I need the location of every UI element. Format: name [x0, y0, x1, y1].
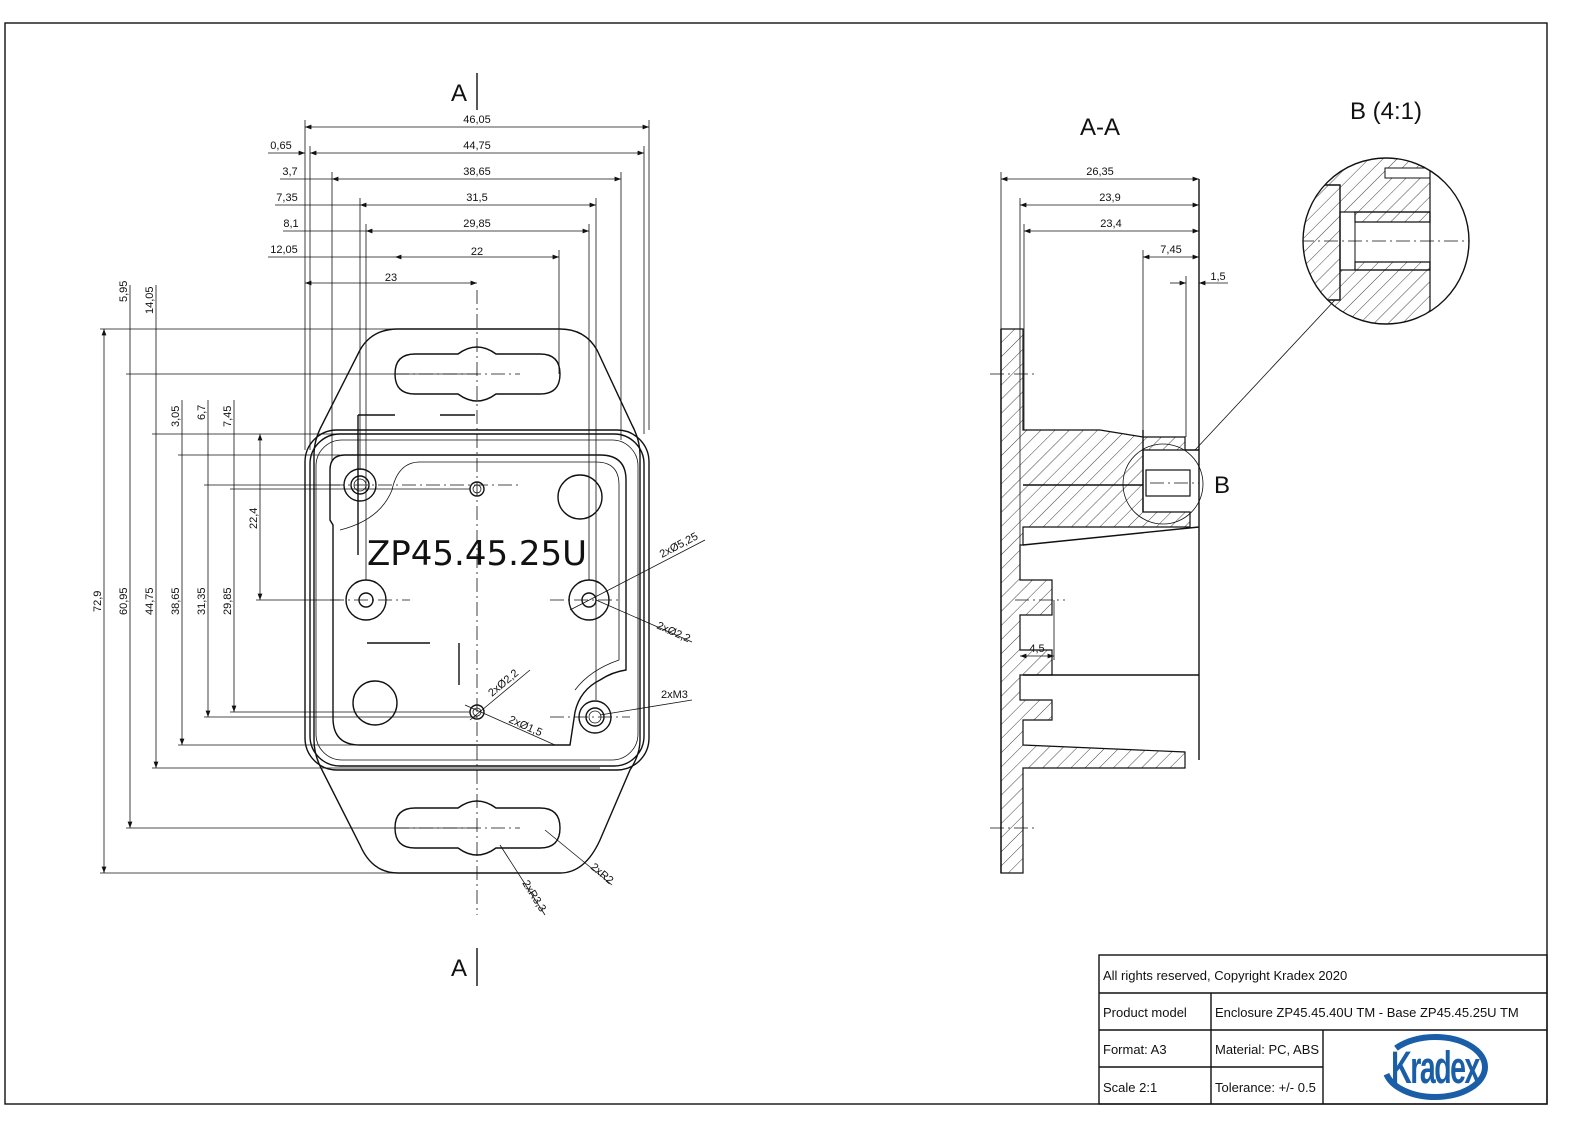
dim-22: 22 [471, 246, 483, 258]
dim-3-7: 3,7 [282, 166, 297, 178]
sec-dim-7-45: 7,45 [1160, 244, 1181, 256]
dim-29-85: 29,85 [222, 587, 234, 615]
dim-44-75: 44,75 [463, 140, 491, 152]
detail-marker-b: B [1214, 472, 1230, 499]
copyright-text: All rights reserved, Copyright Kradex 20… [1103, 968, 1347, 983]
detail-view-title: B (4:1) [1350, 98, 1422, 125]
hole-2-2-label: 2xØ2,2 [655, 620, 692, 645]
dim-72-9: 72,9 [92, 591, 104, 612]
dim-22-4: 22,4 [248, 508, 260, 529]
section-mark-a-bottom: A [451, 955, 467, 982]
section-mark-a-top: A [451, 80, 467, 107]
annotations: ZP45.45.25U 2xØ5,25 2xØ2,2 2xØ2,2 2xØ1,5… [367, 80, 706, 982]
tolerance-text: Tolerance: +/- 0.5 [1215, 1080, 1316, 1095]
section-dimension-labels: 26,35 23,9 23,4 7,45 1,5 4,5 [1029, 166, 1225, 655]
thread-m3-label: 2xM3 [661, 689, 688, 701]
format-text: Format: A3 [1103, 1042, 1167, 1057]
title-block: All rights reserved, Copyright Kradex 20… [1098, 954, 1548, 1105]
section-view-a-a: A-A B [990, 114, 1336, 874]
dim-29-85: 29,85 [463, 218, 491, 230]
dim-3-05: 3,05 [170, 406, 182, 427]
hole-1-5-label: 2xØ1,5 [507, 714, 544, 739]
dim-7-35: 7,35 [276, 192, 297, 204]
top-view [304, 73, 650, 986]
product-model-value: Enclosure ZP45.45.40U TM - Base ZP45.45.… [1215, 1005, 1519, 1020]
sec-dim-4-5: 4,5 [1029, 643, 1044, 655]
part-marking: ZP45.45.25U [367, 534, 587, 574]
kradex-logo: Kradex [1382, 1034, 1488, 1100]
scale-text: Scale 2:1 [1103, 1080, 1157, 1095]
horizontal-dimensions [268, 120, 650, 700]
dim-0-65: 0,65 [270, 140, 291, 152]
dim-60-95: 60,95 [118, 587, 130, 615]
horizontal-dimension-labels: 46,05 0,65 44,75 3,7 38,65 7,35 31,5 8,1… [270, 114, 491, 284]
vertical-dimensions [100, 285, 600, 874]
sec-dim-23-9: 23,9 [1099, 192, 1120, 204]
sec-dim-23-4: 23,4 [1100, 218, 1121, 230]
sec-dim-1-5: 1,5 [1210, 271, 1225, 283]
dim-8-1: 8,1 [283, 218, 298, 230]
vertical-dimension-labels: 5,95 14,05 72,9 60,95 44,75 3,05 6,7 7,4… [92, 281, 260, 615]
dim-6-7: 6,7 [196, 405, 208, 420]
dim-14-05: 14,05 [144, 286, 156, 314]
dim-5-95: 5,95 [118, 281, 130, 302]
dim-31-35: 31,35 [196, 587, 208, 615]
radius-2-label: 2xR2 [588, 861, 615, 887]
svg-text:Kradex: Kradex [1391, 1043, 1480, 1093]
dim-23: 23 [385, 272, 397, 284]
dim-12-05: 12,05 [270, 244, 298, 256]
dim-44-75: 44,75 [144, 587, 156, 615]
product-model-label: Product model [1103, 1005, 1187, 1020]
dim-46-05: 46,05 [463, 114, 491, 126]
detail-view-b: B (4:1) [1302, 98, 1470, 325]
section-dimensions [1000, 172, 1228, 660]
dim-7-45: 7,45 [222, 406, 234, 427]
section-view-title: A-A [1080, 114, 1120, 141]
sec-dim-26-35: 26,35 [1086, 166, 1114, 178]
material-text: Material: PC, ABS [1215, 1042, 1319, 1057]
hole-2-2-label-2: 2xØ2,2 [486, 667, 521, 699]
drawing-border [4, 22, 1548, 1105]
dim-38-65: 38,65 [170, 587, 182, 615]
dim-31-5: 31,5 [466, 192, 487, 204]
radius-3-3-label: 2xR3,3 [519, 878, 548, 914]
dim-38-65: 38,65 [463, 166, 491, 178]
